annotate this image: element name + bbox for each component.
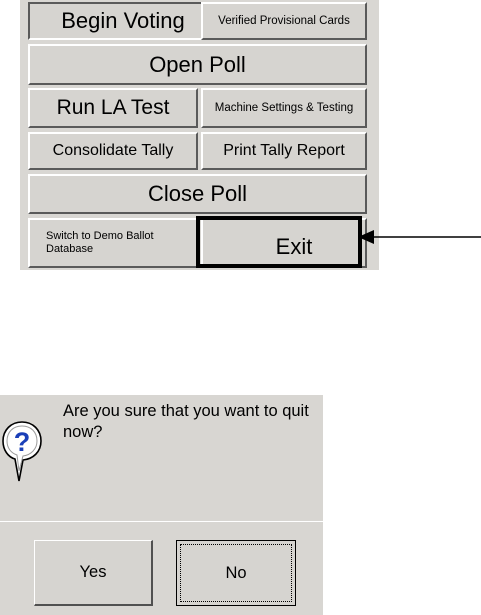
switch-demo-label-line2: Database — [46, 243, 93, 255]
yes-label: Yes — [80, 563, 107, 582]
consolidate-tally-label: Consolidate Tally — [53, 142, 174, 160]
machine-settings-testing-label: Machine Settings & Testing — [215, 102, 354, 114]
run-la-test-button[interactable]: Run LA Test — [28, 88, 198, 128]
begin-voting-label: Begin Voting — [61, 8, 185, 34]
switch-demo-label-line1: Switch to Demo Ballot — [46, 230, 154, 242]
quit-confirm-dialog: ? Are you sure that you want to quit now… — [0, 395, 323, 615]
verified-provisional-cards-button[interactable]: Verified Provisional Cards — [201, 2, 367, 40]
begin-voting-button[interactable]: Begin Voting — [28, 2, 218, 40]
svg-text:?: ? — [14, 427, 31, 457]
poll-menu-panel: Begin Voting Verified Provisional Cards … — [20, 0, 379, 270]
machine-settings-testing-button[interactable]: Machine Settings & Testing — [201, 88, 367, 128]
question-balloon-icon: ? — [2, 421, 42, 483]
dialog-message-text: Are you sure that you want to quit now? — [63, 401, 321, 443]
print-tally-report-button[interactable]: Print Tally Report — [201, 132, 367, 170]
consolidate-tally-button[interactable]: Consolidate Tally — [28, 132, 198, 170]
exit-label: Exit — [276, 234, 313, 260]
open-poll-button[interactable]: Open Poll — [28, 44, 367, 85]
yes-button[interactable]: Yes — [34, 540, 153, 606]
close-poll-label: Close Poll — [148, 181, 247, 207]
print-tally-report-label: Print Tally Report — [223, 142, 345, 160]
run-la-test-label: Run LA Test — [57, 96, 170, 120]
no-label: No — [225, 564, 246, 583]
close-poll-button[interactable]: Close Poll — [28, 174, 367, 214]
no-button[interactable]: No — [176, 540, 296, 606]
dialog-separator — [0, 521, 323, 522]
verified-provisional-cards-label: Verified Provisional Cards — [218, 15, 350, 27]
arrow-left-icon — [358, 228, 481, 246]
exit-button[interactable]: Exit — [201, 218, 367, 268]
open-poll-label: Open Poll — [149, 52, 246, 78]
